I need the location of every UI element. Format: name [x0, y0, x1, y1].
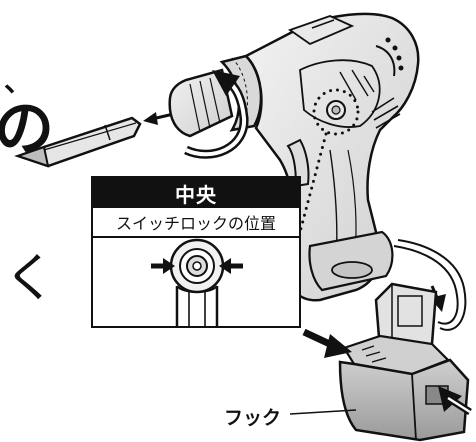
rotation-arrow	[184, 70, 249, 159]
switch-lock-callout-box: 中央 スイッチロックの位置	[91, 176, 301, 328]
driver-bit	[14, 116, 142, 168]
battery-pack	[338, 282, 470, 442]
battery-press-arrow	[302, 328, 352, 358]
switch-lock-callout-marker	[298, 88, 360, 234]
wrist-strap	[393, 245, 459, 325]
text-fragment-lower: く	[4, 249, 57, 309]
text-fragment-top: 、	[4, 65, 33, 98]
hook-leader-line	[289, 409, 357, 415]
drill-body	[168, 12, 420, 302]
callout-header: 中央	[93, 178, 299, 208]
switch-lock-detail	[151, 238, 243, 328]
hook-arrow	[438, 386, 472, 415]
hook-label: フック	[224, 407, 282, 429]
callout-subtitle: スイッチロックの位置	[93, 208, 299, 238]
